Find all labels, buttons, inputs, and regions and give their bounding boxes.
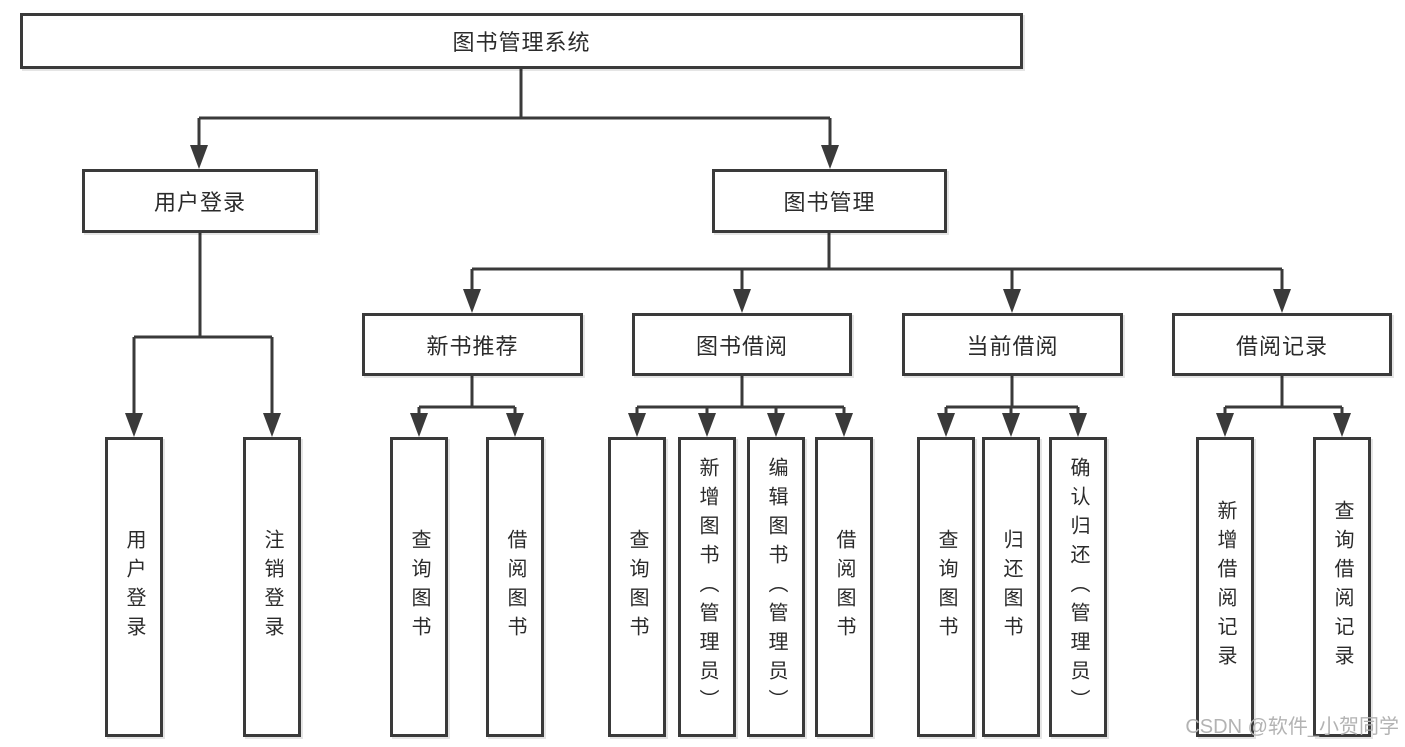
node-current-borrowing-label: 当前借阅 xyxy=(966,333,1059,359)
leaf-records-add-record: 新增借阅记录 xyxy=(1196,437,1254,737)
leaf-current-confirm-return-admin-label: 确认归还（管理员） xyxy=(1067,456,1089,718)
leaf-current-query-books: 查询图书 xyxy=(917,437,975,737)
node-book-management-label: 图书管理 xyxy=(783,190,876,215)
node-current-borrowing: 当前借阅 xyxy=(902,313,1123,376)
leaf-borrow-query-books-label: 查询图书 xyxy=(626,529,648,645)
node-book-management: 图书管理 xyxy=(712,169,947,233)
leaf-borrow-add-books-admin-label: 新增图书（管理员） xyxy=(696,456,718,718)
leaf-current-return-books-label: 归还图书 xyxy=(1000,529,1022,645)
leaf-borrow-add-books-admin: 新增图书（管理员） xyxy=(678,437,736,737)
leaf-borrow-edit-books-admin-label: 编辑图书（管理员） xyxy=(765,456,787,718)
leaf-recommend-borrow-books-label: 借阅图书 xyxy=(504,529,526,645)
csdn-watermark: CSDN @软件_小贺同学 xyxy=(1185,716,1399,738)
node-root-system: 图书管理系统 xyxy=(20,13,1023,69)
leaf-user-login: 用户登录 xyxy=(105,437,163,737)
arrowheads xyxy=(125,145,1351,437)
leaf-borrow-edit-books-admin: 编辑图书（管理员） xyxy=(747,437,805,737)
leaf-recommend-query-books: 查询图书 xyxy=(390,437,448,737)
leaf-borrow-borrow-books: 借阅图书 xyxy=(815,437,873,737)
node-new-book-recommend-label: 新书推荐 xyxy=(426,333,519,359)
leaf-recommend-query-books-label: 查询图书 xyxy=(408,529,430,645)
node-book-borrowing: 图书借阅 xyxy=(632,313,852,376)
leaf-logout-label: 注销登录 xyxy=(261,529,283,645)
leaf-logout: 注销登录 xyxy=(243,437,301,737)
leaf-borrow-query-books: 查询图书 xyxy=(608,437,666,737)
node-root-label: 图书管理系统 xyxy=(452,30,591,55)
leaf-records-query-record-label: 查询借阅记录 xyxy=(1331,500,1353,674)
leaf-current-return-books: 归还图书 xyxy=(982,437,1040,737)
node-borrow-records: 借阅记录 xyxy=(1172,313,1392,376)
leaf-records-query-record: 查询借阅记录 xyxy=(1313,437,1371,737)
node-user-login: 用户登录 xyxy=(82,169,318,233)
leaf-user-login-label: 用户登录 xyxy=(123,529,145,645)
leaf-current-query-books-label: 查询图书 xyxy=(935,529,957,645)
leaf-records-add-record-label: 新增借阅记录 xyxy=(1214,500,1236,674)
leaf-recommend-borrow-books: 借阅图书 xyxy=(486,437,544,737)
leaf-current-confirm-return-admin: 确认归还（管理员） xyxy=(1049,437,1107,737)
node-book-borrowing-label: 图书借阅 xyxy=(695,333,788,359)
node-borrow-records-label: 借阅记录 xyxy=(1235,333,1328,359)
leaf-borrow-borrow-books-label: 借阅图书 xyxy=(833,529,855,645)
node-user-login-label: 用户登录 xyxy=(153,190,246,215)
node-new-book-recommend: 新书推荐 xyxy=(362,313,583,376)
